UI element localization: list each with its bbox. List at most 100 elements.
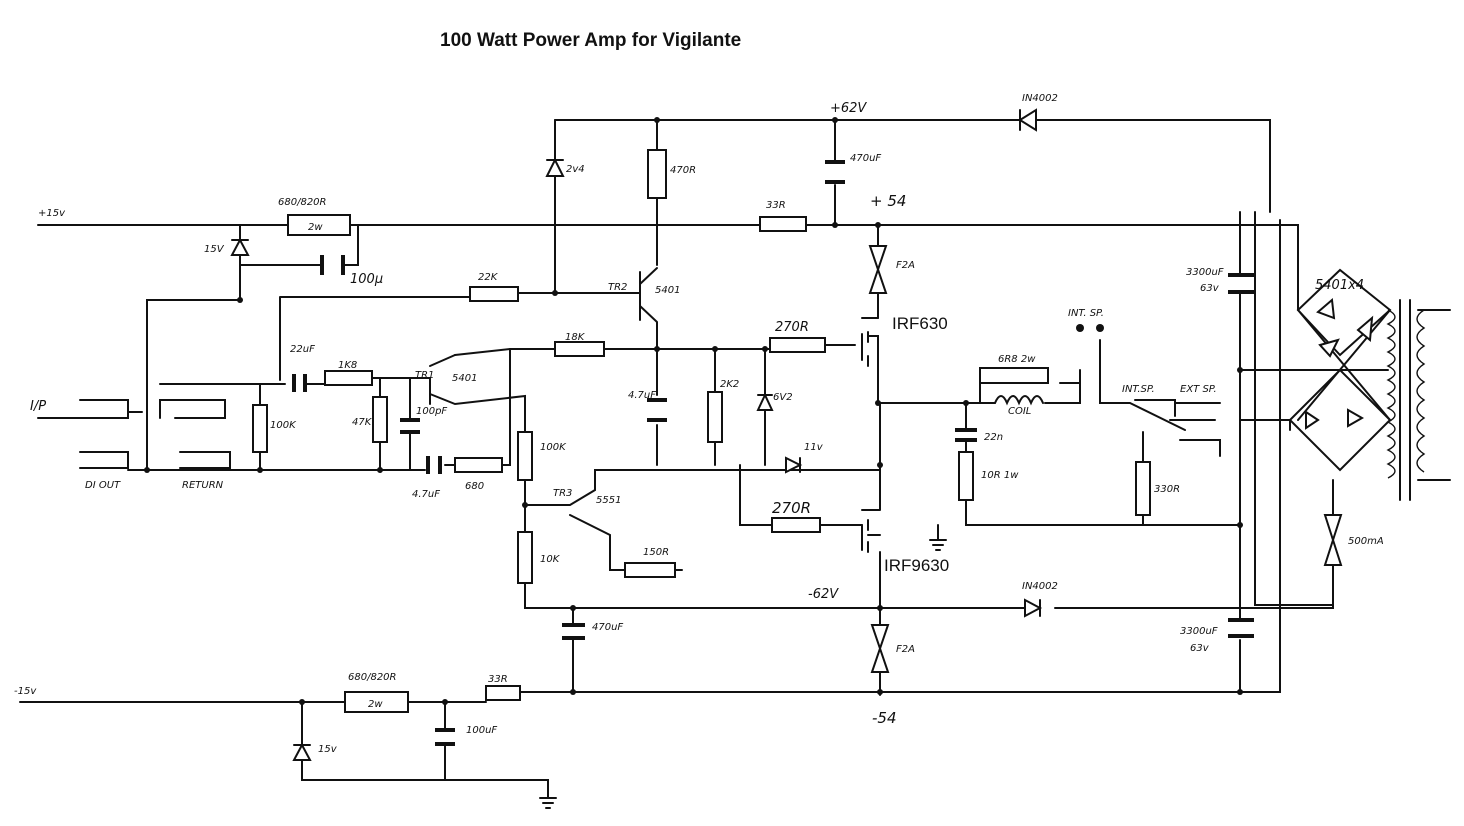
resistor-33r-top (759, 216, 807, 232)
capacitor-470uf-bot (562, 623, 585, 640)
label-di-out: DI OUT (85, 480, 121, 491)
capacitor-22n (955, 428, 977, 442)
resistor-470r (647, 149, 667, 199)
label-c3300-bot: 3300uF (1180, 626, 1218, 637)
resistor-270r-top (769, 337, 826, 353)
resistor-150r (624, 562, 676, 578)
label-int-sp: INT. SP. (1068, 308, 1104, 319)
label-d-bottom: IN4002 (1022, 581, 1058, 592)
label-c470-top: 470uF (850, 153, 881, 164)
capacitor-470uf-top (825, 160, 845, 184)
zener-6v2 (756, 392, 774, 411)
label-fuse-bot: F2A (896, 644, 915, 655)
resistor-r-p15 (287, 214, 351, 236)
ground-symbol-supply (539, 797, 557, 809)
capacitor-100pf (400, 418, 420, 434)
label-p15: +15v (38, 208, 66, 219)
resistor-680 (454, 457, 503, 473)
label-zener-top: 2v4 (566, 164, 585, 175)
zener-15v-bot (292, 742, 312, 761)
label-r68: 6R8 2w (998, 354, 1036, 365)
jack-input (37, 399, 143, 419)
label-tr2: TR2 (608, 282, 627, 293)
label-fuse-xfmr: 500mA (1348, 536, 1384, 547)
label-tr2-part: 5401 (655, 285, 680, 296)
transformer-secondary (1386, 309, 1396, 479)
transformer-primary (1416, 309, 1426, 473)
label-r1k8: 1K8 (338, 360, 357, 371)
label-zener15-bot: 15v (318, 744, 338, 755)
ground-symbol-output (929, 539, 947, 551)
label-bridge: 5401x4 (1315, 278, 1364, 293)
bridge-diode-1 (1316, 298, 1336, 320)
label-r-m15-watt: 2w (368, 699, 383, 710)
bridge-diode-5 (1305, 410, 1320, 430)
label-ext-sp: EXT SP. (1180, 384, 1217, 395)
resistor-6r8 (979, 367, 1049, 384)
label-r-p15: 680/820R (278, 197, 327, 208)
resistor-22k (469, 286, 519, 302)
diode-in4002-top (1018, 108, 1037, 132)
fuse-xfmr (1323, 514, 1343, 566)
label-return: RETURN (182, 480, 224, 491)
bridge-diode-2 (1356, 315, 1374, 342)
label-r330: 330R (1154, 484, 1180, 495)
label-tr3-part: 5551 (596, 495, 621, 506)
jack-di-out (79, 451, 148, 471)
label-zener11: 11v (804, 442, 824, 453)
label-c100-bot: 100uF (466, 725, 497, 736)
label-m15: -15v (14, 686, 37, 697)
resistor-270r-bot (771, 517, 821, 533)
jack-ext-sp (1134, 399, 1221, 457)
label-c470-bot: 470uF (592, 622, 623, 633)
label-c3300-bot-v: 63v (1190, 643, 1210, 654)
fuse-top (868, 245, 888, 294)
capacitor-4u7-a (426, 456, 442, 474)
label-r47k: 47K (352, 417, 373, 428)
output-coil (994, 395, 1044, 406)
jack-insert-send (159, 399, 226, 419)
label-m62: -62V (808, 587, 839, 602)
resistor-r-m15 (344, 691, 409, 713)
diode-in4002-bot (1024, 598, 1043, 618)
label-d-top: IN4002 (1022, 93, 1058, 104)
zener-11v (785, 456, 803, 474)
label-r680: 680 (465, 481, 484, 492)
label-r100k-b: 100K (540, 442, 567, 453)
label-r33-bot: 33R (488, 674, 508, 685)
resistor-100k-in (252, 404, 268, 453)
diagram-title: 100 Watt Power Amp for Vigilante (440, 30, 742, 51)
label-r270-top: 270R (775, 320, 809, 335)
resistor-47k (372, 396, 388, 443)
label-r22k: 22K (478, 272, 499, 283)
label-q-top: IRF630 (892, 314, 948, 333)
label-r10k: 10K (540, 554, 561, 565)
jack-return (179, 451, 231, 469)
label-c100: 100µ (350, 272, 383, 287)
label-zener15-top: 15V (204, 244, 225, 255)
label-input: I/P (30, 399, 46, 414)
label-c22n: 22n (984, 432, 1003, 443)
label-p54: + 54 (870, 192, 906, 210)
label-p62: +62V (830, 101, 867, 116)
resistor-1k8 (324, 370, 373, 386)
resistor-2k2 (707, 391, 723, 443)
bridge-diode-4 (1347, 408, 1365, 428)
label-tr1-part: 5401 (452, 373, 477, 384)
label-c22u: 22uF (290, 344, 315, 355)
label-c100p: 100pF (416, 406, 447, 417)
speaker-terminal-plus (1076, 324, 1084, 332)
resistor-18k (554, 341, 605, 357)
label-r-m15: 680/820R (348, 672, 397, 683)
label-c47u-a: 4.7uF (628, 390, 656, 401)
label-int-spkr-switch: INT.SP. (1122, 384, 1155, 395)
label-r33-top: 33R (766, 200, 786, 211)
zener-2v4 (545, 157, 565, 177)
speaker-terminal-minus (1096, 324, 1104, 332)
bridge-diode-3 (1318, 338, 1340, 358)
label-r18k: 18K (565, 332, 586, 343)
label-tr1: TR1 (415, 370, 434, 381)
resistor-10k (517, 531, 533, 584)
